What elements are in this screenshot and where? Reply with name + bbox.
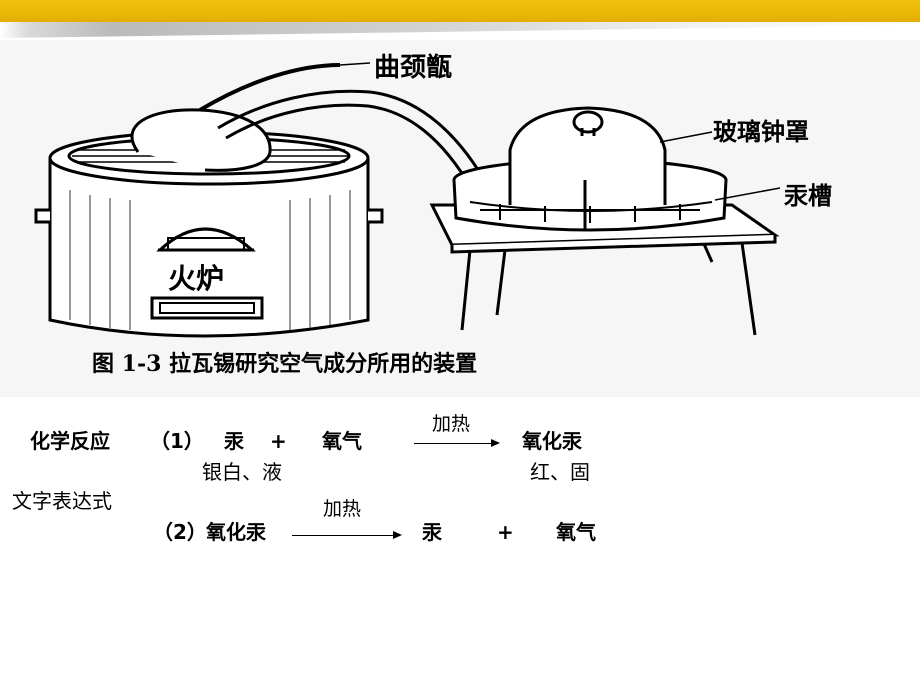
figure-caption: 图 1-3 拉瓦锡研究空气成分所用的装置 [92,351,477,377]
apparatus-figure: 曲颈甑 玻璃钟罩 汞槽 火炉 图 1-3 拉瓦锡研究空气成分所用的装置 [0,40,920,397]
top-accent-bar [0,0,920,22]
reaction2-reactant: 氧化汞 [206,520,266,544]
label-bell-jar: 玻璃钟罩 [713,117,809,146]
reaction2-product2: 氧气 [556,520,596,544]
reaction2-plus: + [497,520,514,544]
section-heading: 化学反应 [30,429,110,453]
label-retort: 曲颈甑 [374,52,452,83]
top-shadow-bar [0,22,920,38]
reaction1-reactant2: 氧气 [322,429,362,453]
apparatus-illustration: 曲颈甑 玻璃钟罩 汞槽 火炉 图 1-3 拉瓦锡研究空气成分所用的装置 [34,52,832,377]
reaction2-product1: 汞 [422,520,442,544]
reaction2-number: （2） [153,520,207,544]
reaction1-reactant1-properties: 银白、液 [202,460,282,484]
reaction2-arrow [292,531,402,539]
reaction1-arrow [414,439,500,447]
expression-label: 文字表达式 [12,489,112,513]
reaction1-condition: 加热 [432,413,471,435]
label-mercury-trough: 汞槽 [784,181,832,210]
reaction1-product: 氧化汞 [522,429,582,453]
reaction1-product-properties: 红、固 [530,460,590,484]
reaction2-condition: 加热 [323,498,362,520]
reaction1-reactant1: 汞 [224,429,244,453]
label-furnace: 火炉 [168,262,224,295]
reaction1-number: （1） [150,429,204,453]
bell-jar-drawing [508,106,667,230]
retort-drawing [130,62,492,201]
reaction1-plus: + [270,429,287,453]
